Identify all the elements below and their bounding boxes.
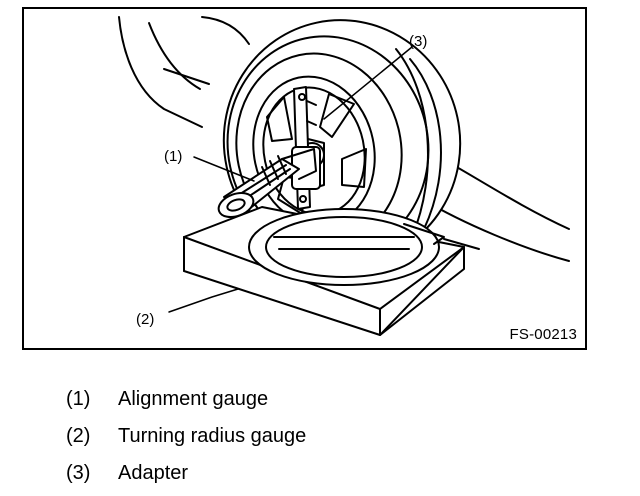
callout-turning-radius-gauge: (2) [136, 311, 155, 328]
figure-code: FS-00213 [509, 326, 577, 343]
legend-number: (2) [66, 425, 91, 447]
legend-text: Turning radius gauge [118, 425, 307, 447]
legend-text: Alignment gauge [118, 388, 269, 410]
legend-number: (3) [66, 462, 91, 484]
leader-lines [168, 46, 413, 313]
alignment-gauge [217, 148, 317, 219]
callout-adapter: (3) [409, 33, 428, 50]
wheel-alignment-illustration [118, 16, 570, 336]
legend-text: Adapter [118, 462, 189, 484]
legend-item: (1) Alignment gauge [66, 381, 306, 418]
legend-number: (1) [66, 388, 91, 410]
figure-frame: (1) (2) (3) FS-00213 [22, 7, 587, 350]
callout-alignment-gauge: (1) [164, 148, 183, 165]
legend-item: (3) Adapter [66, 455, 306, 492]
turning-radius-gauge [183, 206, 465, 336]
legend-item: (2) Turning radius gauge [66, 418, 306, 455]
legend: (1) Alignment gauge (2) Turning radius g… [66, 381, 306, 492]
